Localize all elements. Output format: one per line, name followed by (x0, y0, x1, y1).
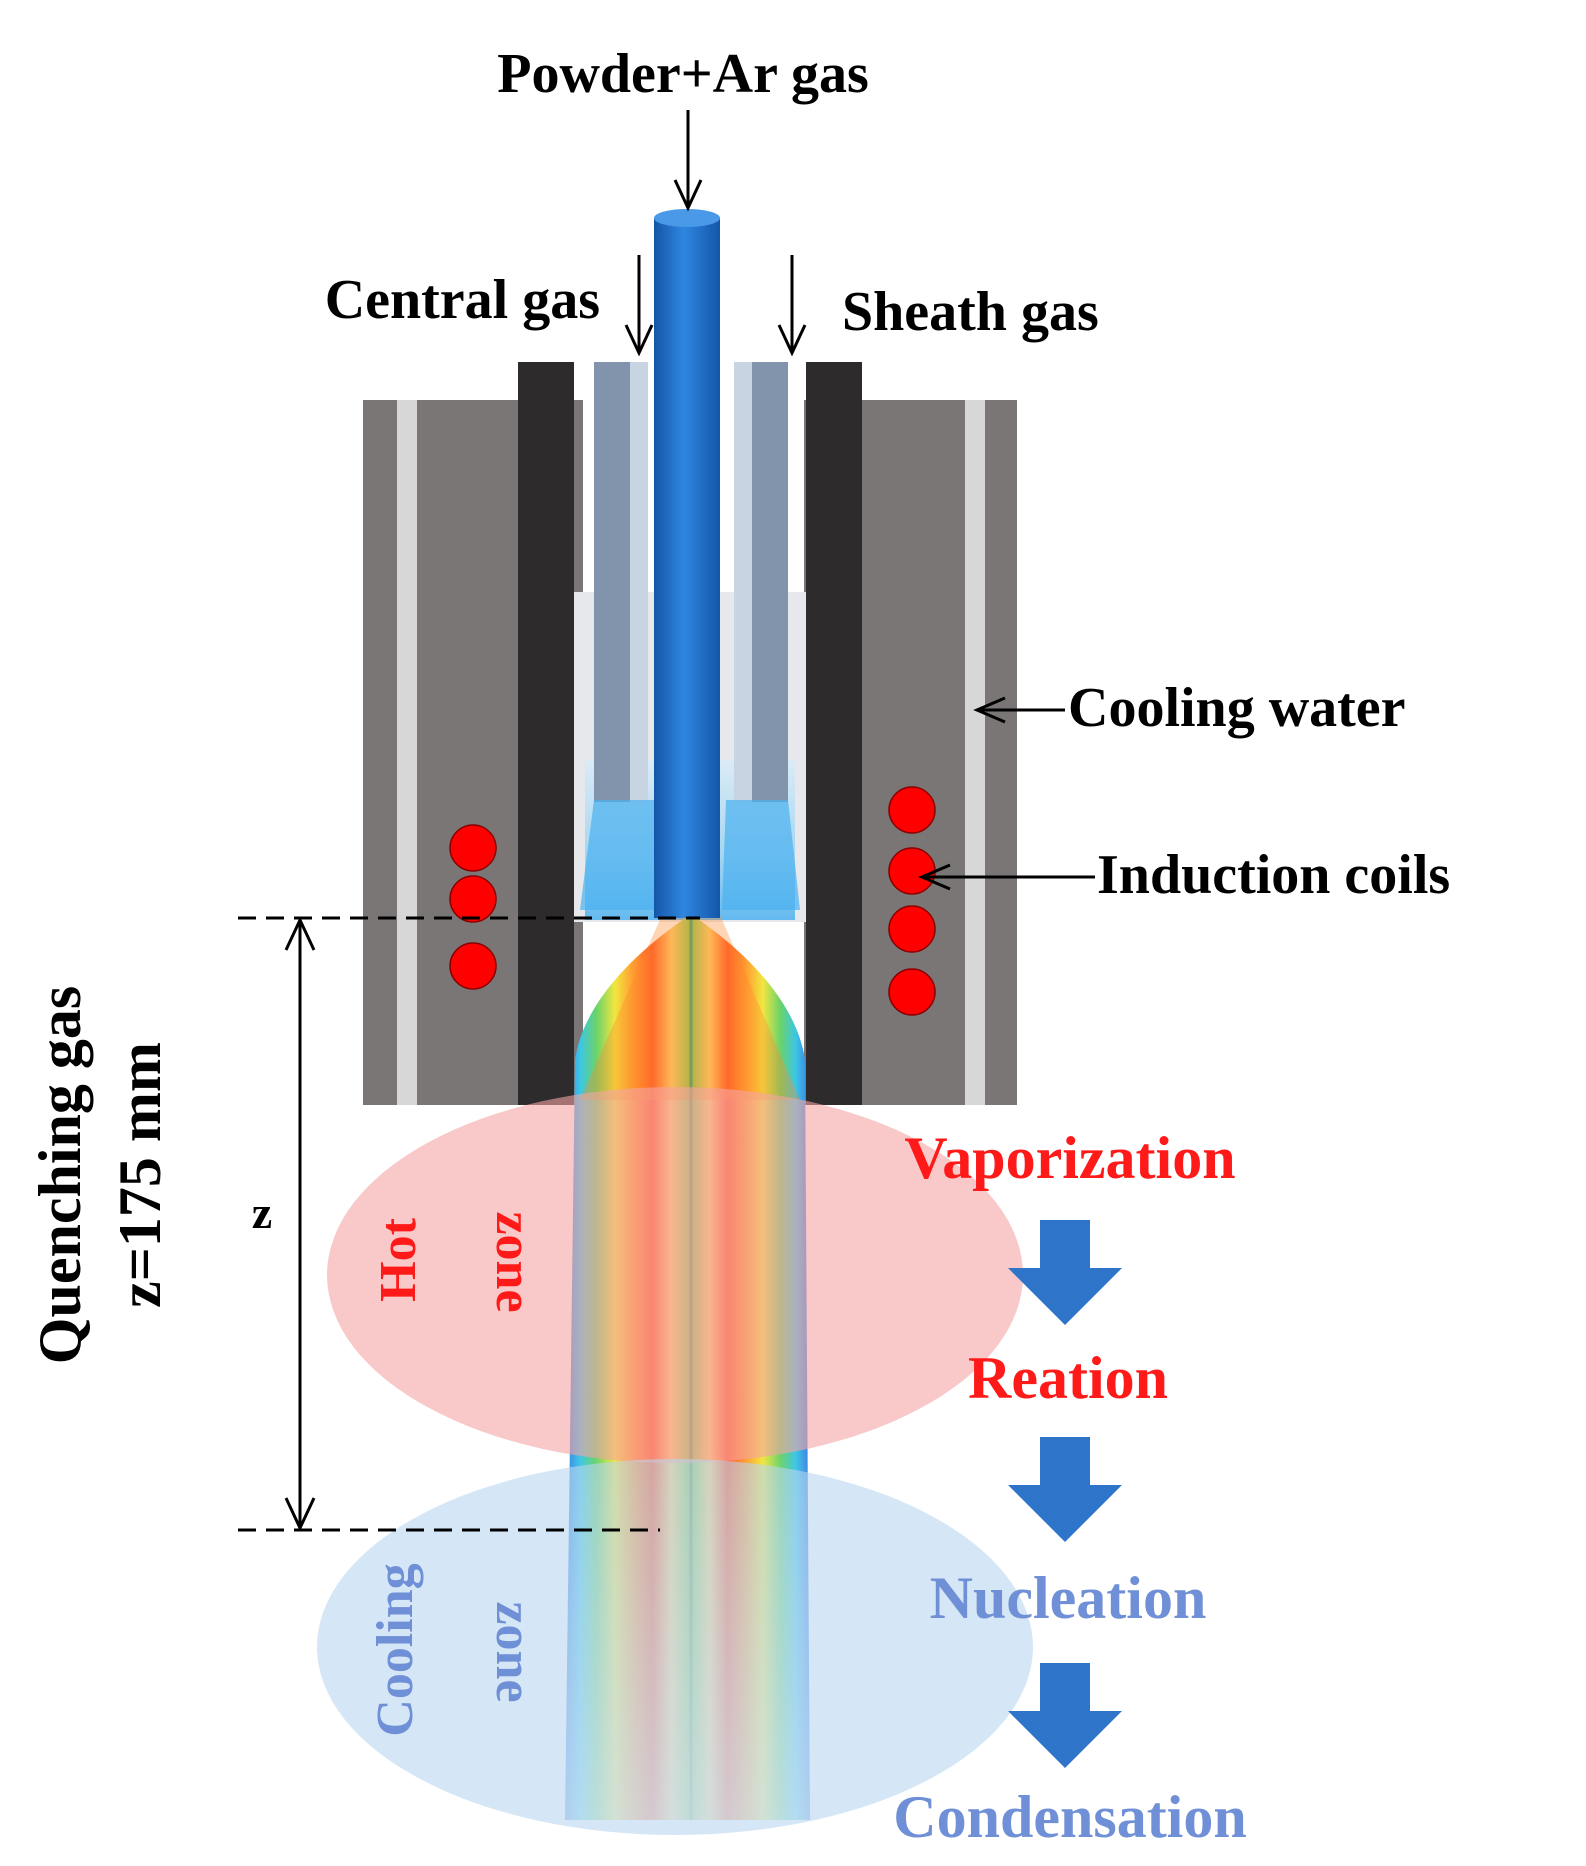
quenching-gas-label: Quenching gas (27, 986, 93, 1364)
cooling-water-channel-right (965, 400, 985, 1105)
central-gas-tube-right (752, 362, 788, 802)
induction-coils (449, 786, 936, 1016)
torch-body (363, 362, 1017, 1105)
z-arrow-top-head (284, 916, 316, 951)
central-gas-arrow-head (624, 324, 654, 357)
coil-right-3 (888, 905, 936, 953)
cooling-zone-label-2: zone (485, 1601, 542, 1702)
induction-coils-pointer-head (918, 863, 951, 891)
z-marker-label: z (252, 1187, 272, 1238)
hot-zone-ellipse (327, 1087, 1023, 1463)
hot-zone-label-1: Hot (370, 1217, 427, 1301)
coil-right-4 (888, 968, 936, 1016)
step-vaporization: Vaporization (904, 1125, 1235, 1191)
powder-feed-label: Powder+Ar gas (497, 43, 869, 105)
sheath-gas-arrow-head (777, 324, 807, 357)
sheath-gas-label: Sheath gas (842, 281, 1099, 343)
step-reation: Reation (968, 1345, 1168, 1411)
hot-zone-label-2: zone (485, 1211, 542, 1312)
confinement-wall-left (518, 362, 574, 1105)
coil-right-1 (888, 786, 936, 834)
quenching-distance-label: z=175 mm (107, 1042, 173, 1308)
powder-arrow-head (673, 179, 703, 212)
coil-left-1 (449, 824, 497, 872)
feed-arrows (624, 110, 1095, 891)
coil-left-2 (449, 875, 497, 923)
induction-coils-label: Induction coils (1097, 844, 1450, 906)
central-gas-tube-left (594, 362, 630, 802)
cooling-zone-ellipse (317, 1459, 1033, 1835)
probe-body (654, 218, 720, 918)
confinement-wall-right (806, 362, 862, 1105)
step-arrow-3 (1008, 1663, 1122, 1768)
cooling-water-label: Cooling water (1068, 677, 1406, 739)
cooling-zone-label-1: Cooling (367, 1563, 424, 1736)
sheath-gas-channel-right (734, 362, 752, 802)
central-gas-label: Central gas (325, 269, 600, 331)
step-nucleation: Nucleation (930, 1565, 1207, 1631)
step-arrow-2 (1008, 1437, 1122, 1542)
z-arrow-bottom-head (284, 1497, 316, 1532)
gas-jet-left (580, 800, 660, 910)
cooling-water-pointer-head (973, 696, 1006, 724)
step-arrow-1 (1008, 1220, 1122, 1325)
step-condensation: Condensation (893, 1784, 1246, 1850)
powder-probe (654, 209, 720, 918)
process-step-arrows (1008, 1220, 1122, 1768)
coil-left-3 (449, 942, 497, 990)
sheath-gas-channel-left (630, 362, 648, 802)
cooling-water-channel-left (397, 400, 417, 1105)
probe-top (654, 209, 720, 227)
coil-right-2 (888, 847, 936, 895)
z-dimension (238, 916, 700, 1532)
gas-jet-right (722, 800, 800, 910)
